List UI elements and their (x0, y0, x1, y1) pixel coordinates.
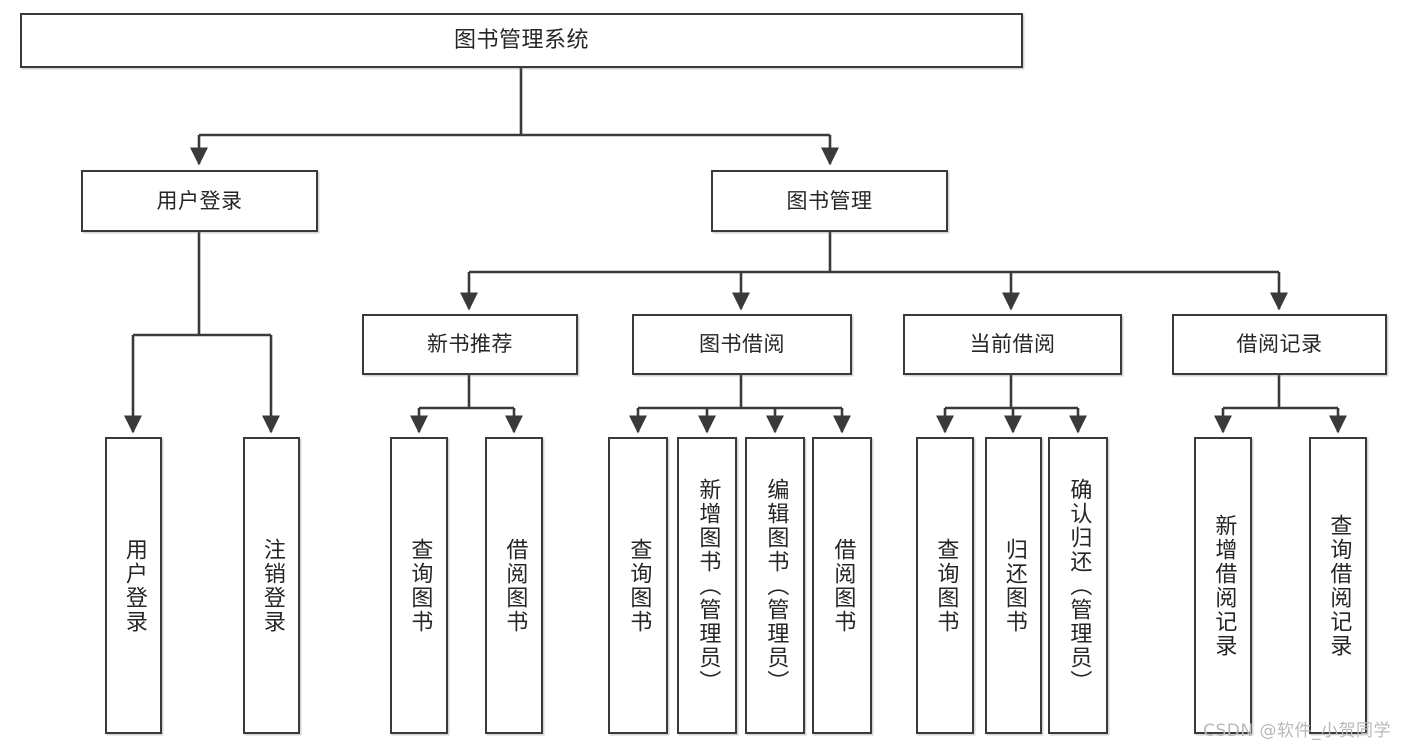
node-leaf-query-record[interactable]: 查询借阅记录 (1309, 437, 1367, 734)
node-leaf-query-book-2[interactable]: 查询图书 (608, 437, 668, 734)
node-label: 归还图书 (1001, 537, 1027, 634)
node-new-book-recommend[interactable]: 新书推荐 (362, 314, 578, 375)
node-leaf-add-record[interactable]: 新增借阅记录 (1194, 437, 1252, 734)
node-label: 新增图书（管理员） (695, 477, 721, 694)
node-label: 查询图书 (933, 537, 959, 634)
node-leaf-confirm-return[interactable]: 确认归还（管理员） (1048, 437, 1108, 734)
node-leaf-logout-login[interactable]: 注销登录 (243, 437, 300, 734)
node-leaf-return-book[interactable]: 归还图书 (985, 437, 1042, 734)
node-label: 确认归还（管理员） (1066, 477, 1092, 694)
node-label: 图书借阅 (699, 332, 785, 357)
node-leaf-borrow-book-2[interactable]: 借阅图书 (812, 437, 872, 734)
node-leaf-query-book-3[interactable]: 查询图书 (916, 437, 974, 734)
node-label: 借阅图书 (502, 537, 528, 634)
node-current-borrow[interactable]: 当前借阅 (903, 314, 1122, 375)
node-label: 图书管理系统 (453, 27, 589, 53)
node-leaf-user-login[interactable]: 用户登录 (105, 437, 162, 734)
node-label: 查询图书 (626, 537, 652, 634)
node-label: 用户登录 (121, 537, 147, 634)
node-user-login[interactable]: 用户登录 (81, 170, 318, 232)
node-label: 查询借阅记录 (1326, 513, 1352, 658)
node-book-manage[interactable]: 图书管理 (711, 170, 948, 232)
node-label: 新增借阅记录 (1211, 513, 1237, 658)
node-label: 图书管理 (786, 188, 873, 213)
node-book-borrow[interactable]: 图书借阅 (632, 314, 852, 375)
node-label: 当前借阅 (969, 332, 1056, 357)
node-label: 借阅记录 (1236, 332, 1323, 357)
node-label: 编辑图书（管理员） (763, 477, 789, 694)
node-leaf-borrow-book-1[interactable]: 借阅图书 (485, 437, 543, 734)
node-label: 注销登录 (259, 537, 285, 634)
node-label: 借阅图书 (830, 537, 856, 634)
node-root-system[interactable]: 图书管理系统 (20, 13, 1023, 68)
node-leaf-add-book[interactable]: 新增图书（管理员） (677, 437, 737, 734)
node-leaf-edit-book[interactable]: 编辑图书（管理员） (745, 437, 805, 734)
node-label: 用户登录 (156, 188, 243, 213)
node-leaf-query-book-1[interactable]: 查询图书 (390, 437, 448, 734)
node-label: 查询图书 (407, 537, 433, 634)
watermark: CSDN @软件_小贺同学 (1203, 721, 1391, 741)
node-borrow-record[interactable]: 借阅记录 (1172, 314, 1387, 375)
node-label: 新书推荐 (427, 332, 513, 357)
